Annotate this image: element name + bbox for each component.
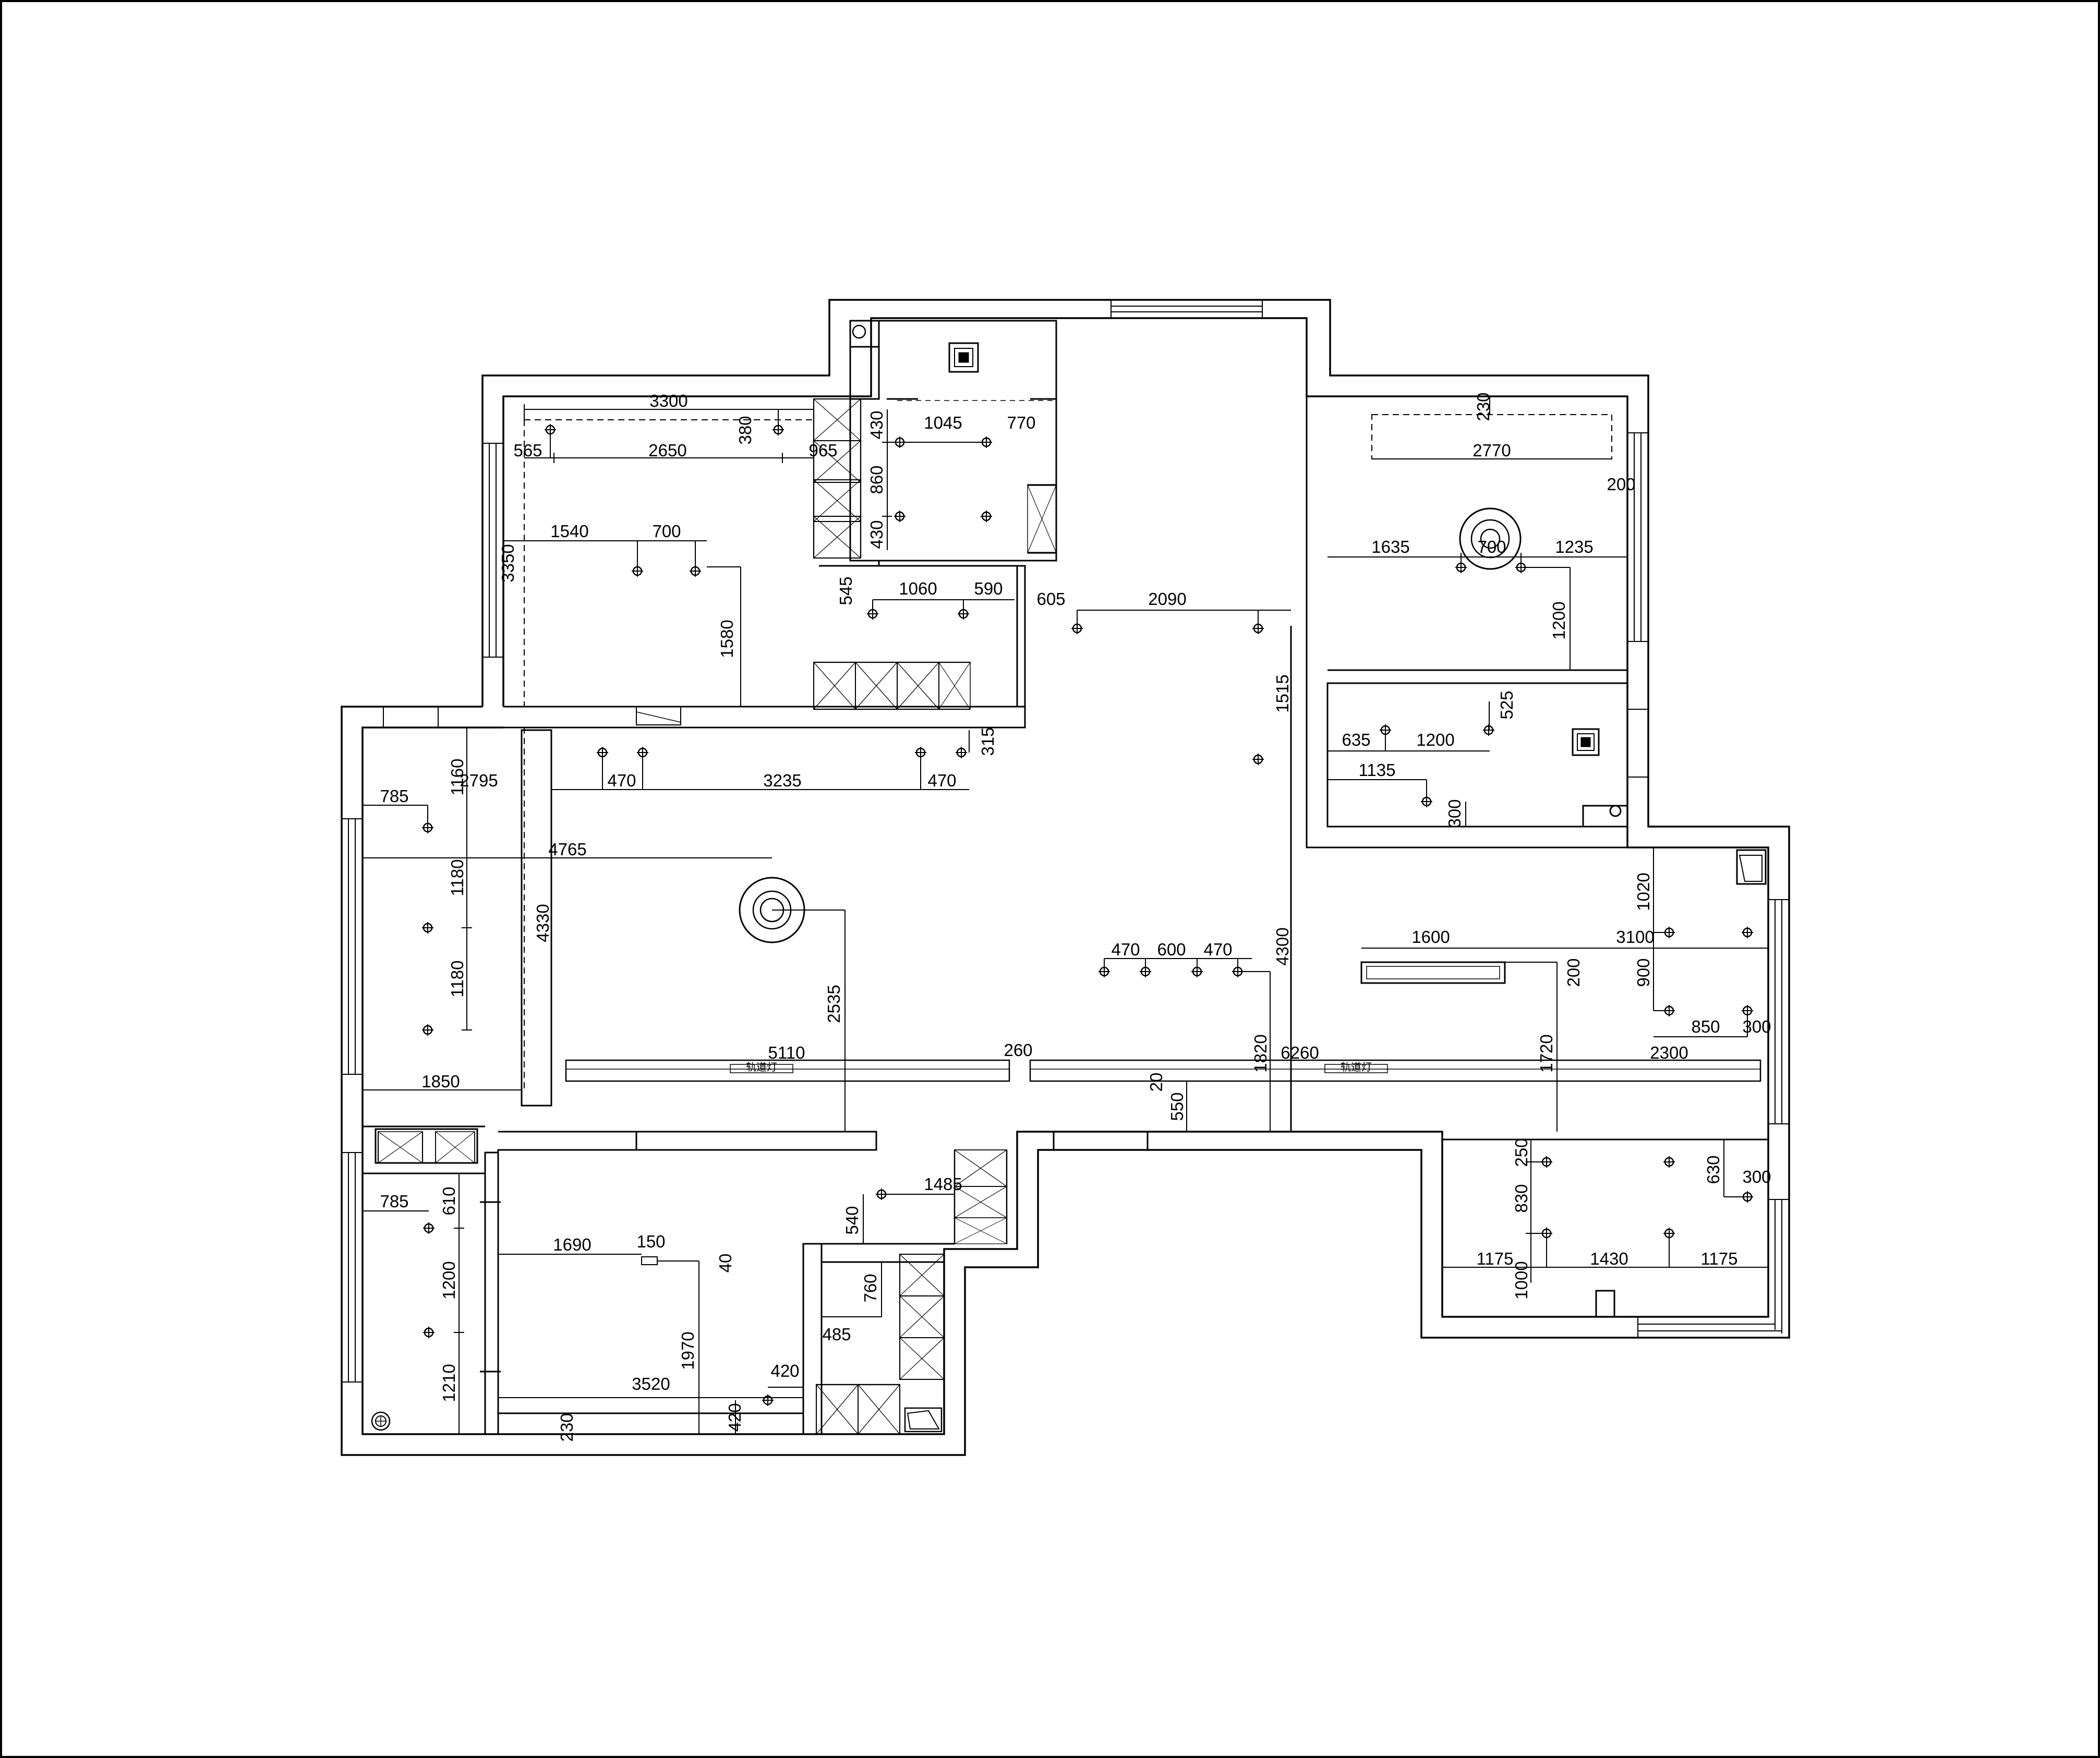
dim-label: 565: [513, 441, 542, 460]
dim-label: 1180: [448, 961, 467, 998]
dim-label: 2770: [1473, 441, 1511, 460]
dim-label: 965: [808, 441, 837, 460]
dim-label: 2090: [1148, 589, 1186, 609]
dim-label: 770: [1007, 413, 1035, 432]
dim-label: 20: [1146, 1073, 1166, 1092]
dim-label: 540: [842, 1206, 862, 1234]
dim-label: 260: [1004, 1040, 1032, 1060]
dim-label: 1540: [550, 522, 588, 541]
dim-label: 830: [1512, 1184, 1531, 1213]
dim-label: 1720: [1537, 1034, 1556, 1072]
dim-label: 1200: [1549, 601, 1568, 639]
downlights: [421, 423, 1754, 1407]
cabinets: [377, 398, 1057, 1435]
dim-label: 470: [1111, 940, 1140, 959]
dim-label: 1515: [1273, 674, 1292, 712]
dim-label: 850: [1691, 1017, 1720, 1036]
dimension-lines: [363, 396, 1768, 1434]
dim-label: 1060: [899, 579, 937, 598]
dim-label: 1210: [439, 1364, 458, 1402]
dim-label: 3235: [763, 771, 801, 790]
fixtures: [371, 324, 1767, 1433]
track-light-label: 轨道灯: [1341, 1061, 1372, 1073]
dim-label: 230: [1474, 392, 1493, 421]
windows: [341, 299, 1790, 1383]
dim-label: 2795: [460, 771, 498, 790]
dim-label: 700: [652, 522, 681, 541]
dim-label: 40: [716, 1254, 735, 1273]
dim-label: 700: [1477, 537, 1506, 556]
dim-label: 600: [1157, 940, 1186, 959]
dim-label: 430: [867, 520, 886, 549]
dim-label: 1580: [717, 620, 737, 658]
dim-label: 485: [822, 1325, 851, 1344]
dim-label: 300: [1742, 1167, 1771, 1186]
dim-label: 3350: [498, 544, 517, 582]
dim-label: 230: [557, 1413, 576, 1441]
dim-label: 785: [380, 1192, 408, 1211]
dim-label: 2535: [824, 985, 843, 1023]
dim-label: 760: [861, 1274, 880, 1302]
dim-label: 635: [1342, 730, 1370, 749]
dim-label: 610: [439, 1186, 458, 1215]
dim-label: 1430: [1590, 1249, 1628, 1268]
dim-label: 1160: [448, 759, 467, 796]
dim-label: 6260: [1281, 1043, 1319, 1062]
dim-label: 3300: [649, 391, 687, 410]
dim-label: 1175: [1701, 1249, 1738, 1268]
dim-label: 4300: [1273, 927, 1292, 965]
dim-label: 550: [1167, 1092, 1187, 1121]
dim-label: 315: [978, 727, 997, 756]
dim-label: 200: [1607, 475, 1635, 494]
dim-label: 1850: [421, 1072, 460, 1091]
dim-label: 3520: [632, 1374, 670, 1393]
dim-label: 200: [1564, 958, 1583, 987]
dim-label: 1635: [1371, 537, 1409, 556]
outer-walls: [341, 299, 1790, 1456]
dim-label: 1485: [924, 1174, 962, 1194]
dim-label: 1045: [924, 413, 962, 432]
dim-label: 785: [380, 786, 408, 806]
dim-label: 630: [1704, 1155, 1723, 1184]
dim-label: 2650: [648, 441, 686, 460]
dim-label: 1820: [1251, 1034, 1270, 1072]
dim-label: 4330: [533, 904, 552, 942]
dimension-labels: 3300 380 565 2650 965 3350 1540 700 1580…: [380, 391, 1771, 1442]
dim-label: 470: [607, 771, 636, 790]
dim-label: 1200: [439, 1261, 458, 1299]
dim-label: 300: [1445, 799, 1464, 828]
dim-label: 3100: [1616, 927, 1654, 947]
dim-label: 4765: [548, 840, 586, 859]
dim-label: 2300: [1650, 1043, 1688, 1062]
dim-label: 150: [636, 1232, 665, 1251]
dim-label: 1235: [1555, 537, 1593, 556]
dim-label: 1690: [553, 1235, 591, 1254]
dim-label: 525: [1497, 690, 1516, 719]
dim-label: 250: [1512, 1138, 1531, 1167]
dim-label: 470: [927, 771, 956, 790]
dim-label: 545: [836, 576, 855, 605]
dim-label: 300: [1742, 1017, 1771, 1036]
dim-label: 1600: [1411, 927, 1450, 947]
dim-label: 605: [1036, 589, 1065, 609]
dim-label: 420: [725, 1403, 744, 1432]
dim-label: 470: [1203, 940, 1232, 959]
dim-label: 1020: [1634, 872, 1653, 911]
dim-label: 1000: [1512, 1261, 1531, 1299]
dim-label: 380: [735, 416, 755, 444]
dim-label: 1200: [1416, 730, 1454, 749]
dim-label: 590: [974, 579, 1003, 598]
dim-label: 1175: [1477, 1249, 1514, 1268]
dim-label: 430: [867, 410, 886, 439]
dim-label: 860: [867, 465, 886, 494]
dim-label: 1970: [678, 1331, 697, 1369]
dim-label: 900: [1634, 958, 1653, 987]
track-light-label: 轨道灯: [746, 1061, 777, 1073]
dim-label: 1180: [448, 859, 467, 896]
dim-label: 1135: [1359, 760, 1396, 780]
dim-label: 420: [770, 1361, 799, 1380]
dim-label: 5110: [768, 1043, 805, 1062]
